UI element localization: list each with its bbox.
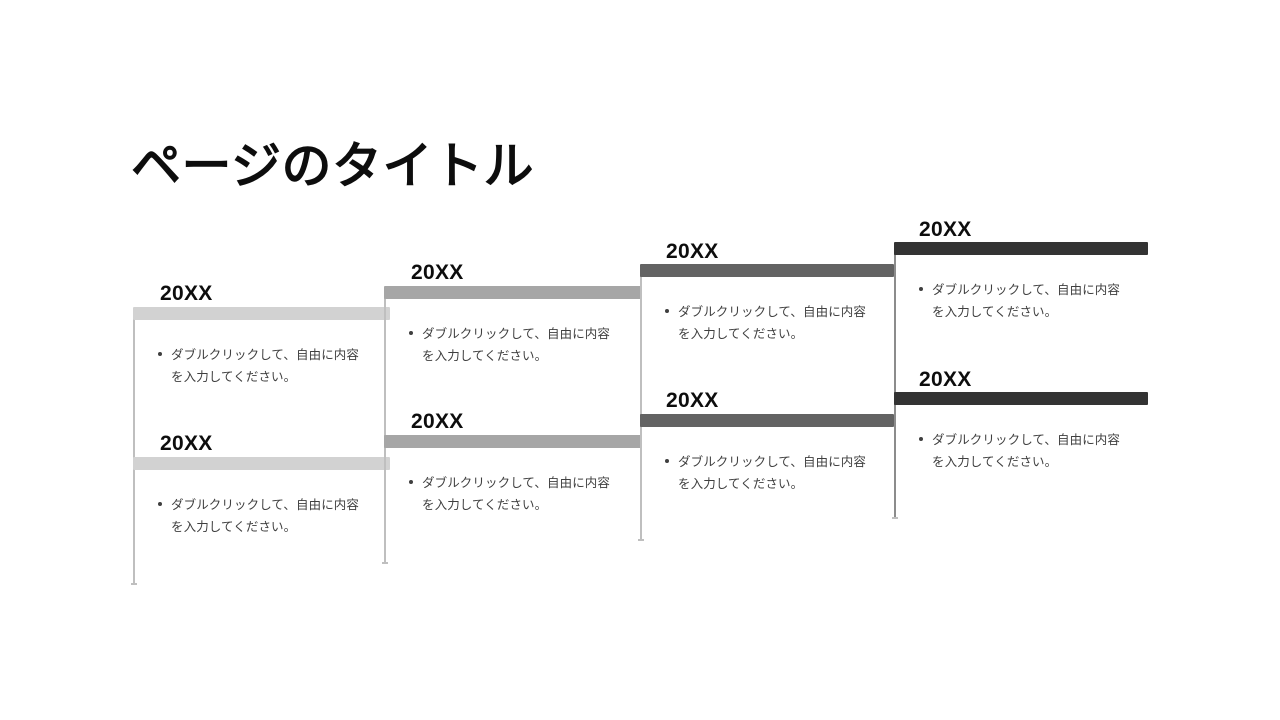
card-body-line: ダブルクリックして、自由に内容を入力してください。 [422, 327, 611, 364]
page-title[interactable]: ページのタイトル [131, 138, 534, 194]
card-accent-bar [384, 286, 641, 299]
bullet-dot [665, 459, 669, 463]
card-accent-bar [640, 264, 894, 277]
card-accent-bar [894, 392, 1148, 405]
bullet-dot [409, 480, 413, 484]
card-body-text: ダブルクリックして、自由に内容を入力してください。 [409, 323, 614, 368]
card-year-label: 20XX [666, 389, 719, 412]
card-accent-bar [640, 414, 894, 427]
card-body-text: ダブルクリックして、自由に内容を入力してください。 [158, 494, 363, 539]
card-accent-bar [133, 307, 390, 320]
card-body-line: ダブルクリックして、自由に内容を入力してください。 [932, 433, 1121, 470]
card-body-text: ダブルクリックして、自由に内容を入力してください。 [158, 344, 363, 389]
card-year-label: 20XX [919, 218, 972, 241]
bullet-dot [665, 309, 669, 313]
column-rail-1 [131, 308, 137, 585]
card-accent-bar [894, 242, 1148, 255]
card-year-label: 20XX [666, 240, 719, 263]
column-rail-4 [892, 243, 898, 519]
column-rail-3 [638, 265, 644, 541]
card-year-label: 20XX [160, 282, 213, 305]
card-year-label: 20XX [411, 410, 464, 433]
card-body-line: ダブルクリックして、自由に内容を入力してください。 [171, 498, 360, 535]
card-body-text: ダブルクリックして、自由に内容を入力してください。 [665, 451, 870, 496]
card-body-text: ダブルクリックして、自由に内容を入力してください。 [409, 472, 614, 517]
card-body-line: ダブルクリックして、自由に内容を入力してください。 [932, 283, 1121, 320]
column-rail-2 [382, 287, 388, 564]
card-year-label: 20XX [919, 368, 972, 391]
card-year-label: 20XX [160, 432, 213, 455]
card-accent-bar [384, 435, 641, 448]
card-accent-bar [133, 457, 390, 470]
bullet-dot [158, 502, 162, 506]
bullet-dot [158, 352, 162, 356]
card-body-text: ダブルクリックして、自由に内容を入力してください。 [919, 429, 1124, 474]
card-body-text: ダブルクリックして、自由に内容を入力してください。 [919, 279, 1124, 324]
card-body-line: ダブルクリックして、自由に内容を入力してください。 [171, 348, 360, 385]
card-body-line: ダブルクリックして、自由に内容を入力してください。 [422, 476, 611, 513]
card-body-line: ダブルクリックして、自由に内容を入力してください。 [678, 305, 867, 342]
card-body-text: ダブルクリックして、自由に内容を入力してください。 [665, 301, 870, 346]
card-body-line: ダブルクリックして、自由に内容を入力してください。 [678, 455, 867, 492]
bullet-dot [409, 331, 413, 335]
bullet-dot [919, 287, 923, 291]
card-year-label: 20XX [411, 261, 464, 284]
bullet-dot [919, 437, 923, 441]
